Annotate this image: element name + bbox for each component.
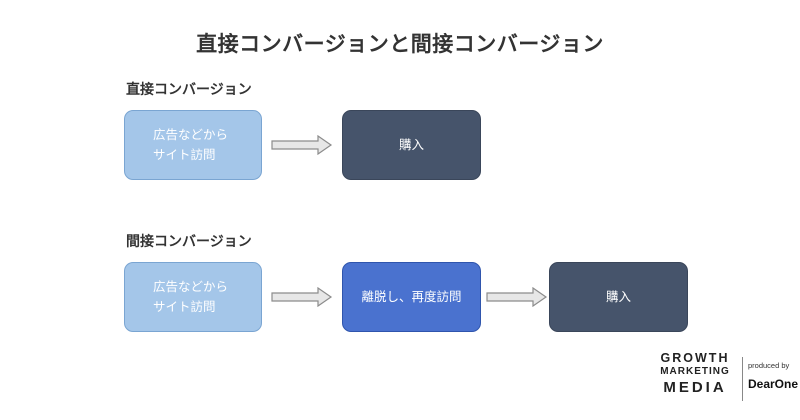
indirect-conversion-label: 間接コンバージョン [126,234,252,250]
indirect-step-site-visit-line1: 広告などから [153,279,229,294]
indirect-step-site-visit-line2: サイト訪問 [153,299,216,314]
indirect-step-purchase: 購入 [549,262,688,332]
indirect-step-purchase-label: 購入 [605,289,631,304]
direct-conversion-label: 直接コンバージョン [126,82,252,98]
logo-divider [742,357,743,401]
logo-line-growth: GROWTH [660,351,730,365]
diagram-title: 直接コンバージョンと間接コンバージョン [196,32,604,56]
direct-step-site-visit-line1: 広告などから [153,127,229,142]
indirect-arrow-2 [486,287,548,307]
direct-step-purchase: 購入 [342,110,481,180]
direct-step-site-visit: 広告などから サイト訪問 [124,110,262,180]
indirect-step-return-visit: 離脱し、再度訪問 [342,262,481,332]
indirect-arrow-1 [271,287,333,307]
logo-line-marketing: MARKETING [660,366,730,377]
logo-produced-by: produced by [748,361,790,370]
growth-marketing-media-logo: GROWTH MARKETING MEDIA produced by DearO… [624,351,798,407]
direct-arrow-1 [271,135,333,155]
indirect-step-return-visit-label: 離脱し、再度訪問 [361,289,462,304]
indirect-step-site-visit: 広告などから サイト訪問 [124,262,262,332]
logo-line-media: MEDIA [663,379,727,396]
direct-step-purchase-label: 購入 [398,137,424,152]
logo-wordmark: GROWTH MARKETING MEDIA [650,351,740,397]
logo-brand: DearOne [748,377,799,391]
direct-step-site-visit-line2: サイト訪問 [153,147,216,162]
